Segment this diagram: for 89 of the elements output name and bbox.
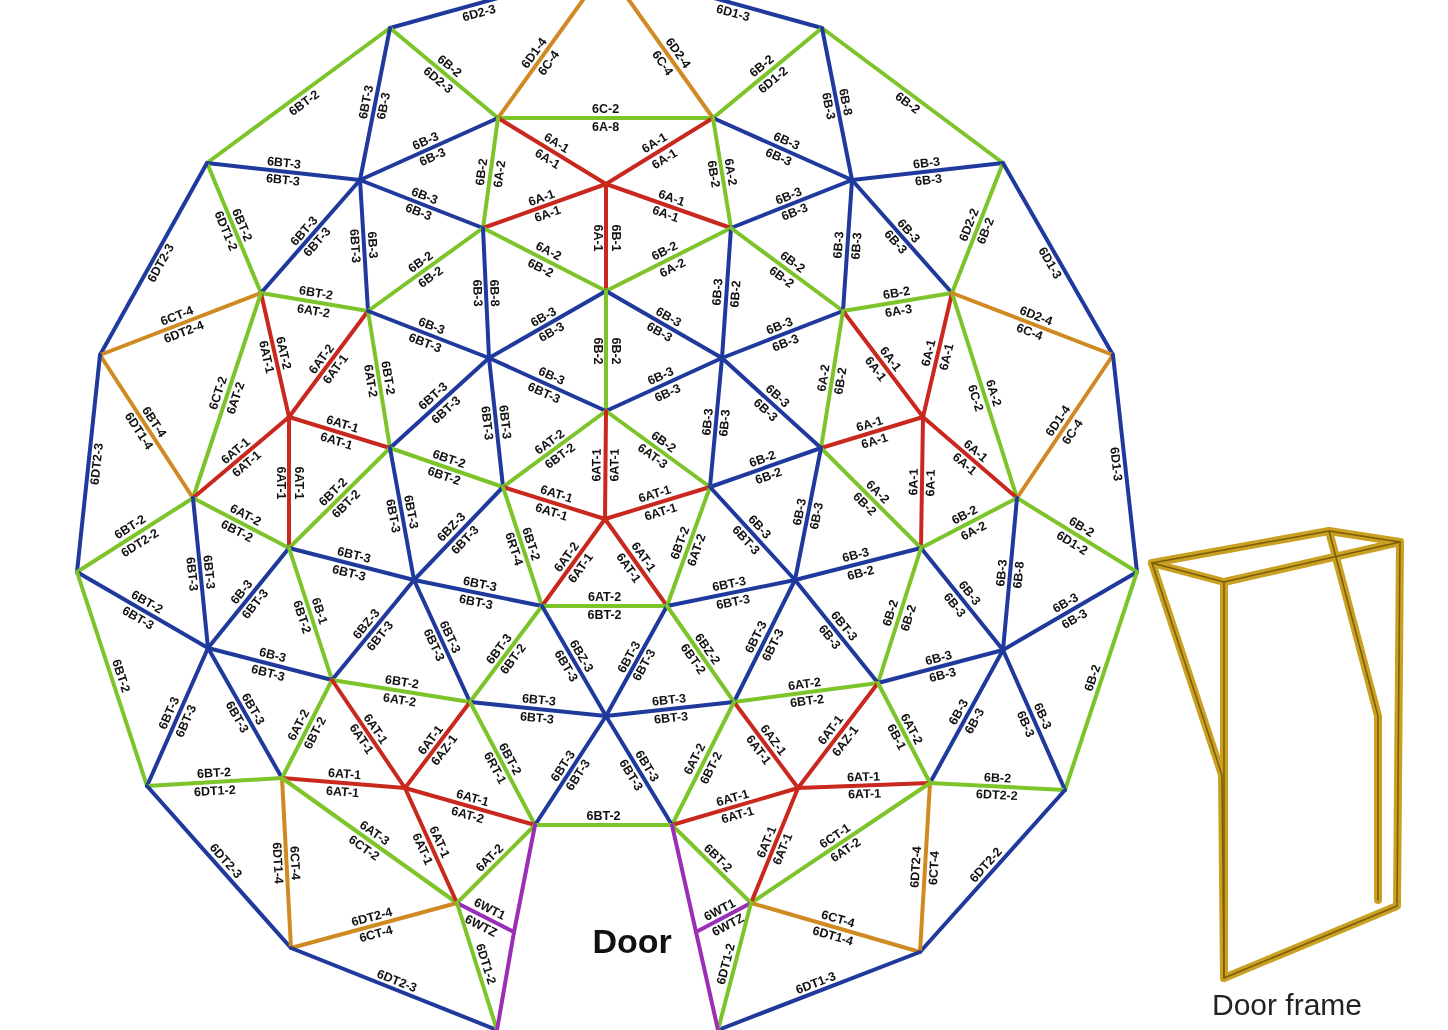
strut-label: 6DT1-2 [713, 942, 738, 987]
strut-label: 6BT-3 [651, 691, 687, 709]
strut-label: 6B-1 [608, 223, 623, 252]
strut-label: 6AT-1 [846, 768, 881, 785]
strut-label: 6B-3 [830, 230, 847, 259]
strut-label: 6B-8 [836, 87, 856, 117]
strut-label: 6AT-1 [327, 765, 362, 783]
strut-label: 6B-3 [818, 91, 838, 121]
strut-label: 6B-3 [374, 91, 394, 121]
strut-label: 6DT1-2 [193, 782, 237, 800]
strut-label: 6B-3 [698, 407, 716, 436]
strut-label: 6AT-1 [325, 783, 360, 801]
strut-label: 6BT-3 [264, 171, 301, 190]
strut-label: 6AT-1 [607, 448, 622, 482]
strut-label: 6B-2 [472, 157, 491, 187]
strut-label: 6A-1 [859, 430, 890, 452]
strut-label: 6BT-3 [200, 554, 219, 590]
strut-label: 6A-1 [918, 338, 939, 368]
strut-label: 6BT-3 [519, 709, 555, 727]
strut-label: 6A-2 [814, 363, 833, 393]
strut-label: 6B-3 [914, 171, 943, 189]
strut-label: 6B-3 [992, 559, 1010, 588]
strut-label: 6AT-1 [847, 786, 882, 803]
strut-label: 6C-2 [965, 383, 987, 414]
strut-label: 6DT1-2 [472, 941, 499, 986]
strut-label: 6AT-2 [295, 301, 331, 321]
strut-label: 6B-3 [807, 501, 827, 531]
strut-label: 6BT-2 [586, 809, 621, 823]
strut-label: 6A-1 [905, 468, 921, 496]
strut-label: 6BT-3 [521, 691, 557, 709]
strut-label: 6BT-3 [347, 228, 364, 264]
strut-label: 6AT-1 [273, 465, 288, 500]
strut-label: 6B-3 [365, 231, 381, 259]
strut-label: 6B-8 [487, 278, 503, 307]
strut-label: 6B-2 [831, 366, 850, 396]
strut-label: 6CT-4 [287, 845, 304, 880]
strut-label: 6BT-2 [587, 608, 622, 622]
strut-label: 6B-3 [848, 232, 865, 261]
strut-label: 6A-1 [923, 468, 939, 497]
strut-label: 6B-2 [590, 337, 605, 365]
strut-label: 6A-1 [936, 342, 957, 372]
strut-label: 6BT-2 [298, 283, 334, 303]
strut-label: 6C-4 [1014, 321, 1045, 344]
strut-label: 6B-3 [469, 279, 485, 308]
strut-label: 6D1-3 [714, 1, 752, 24]
strut-label: 6DT2-2 [975, 787, 1019, 804]
strut-label: 6A-8 [592, 120, 620, 134]
strut-label: 6B-2 [727, 279, 744, 308]
strut-label: 6A-2 [490, 159, 509, 189]
strut-label: 6B-2 [974, 216, 998, 247]
strut-label: 6B-2 [984, 769, 1012, 786]
strut-label: 6B-8 [1010, 560, 1028, 589]
strut-label: 6C-2 [592, 102, 620, 116]
strut-label: 6BT-2 [384, 672, 421, 692]
strut-label: 6B-3 [709, 278, 726, 307]
strut-label: 6D2-3 [460, 1, 498, 24]
strut-label: 6BT-3 [496, 403, 514, 440]
strut-label: 6DT2-3 [88, 442, 107, 486]
strut-label: 6B-2 [704, 159, 723, 189]
strut-label: 6B-2 [608, 337, 623, 365]
strut-label: 6B-2 [1081, 663, 1104, 694]
strut-label: 6D1-3 [1107, 446, 1125, 483]
strut-label: 6A-1 [590, 223, 605, 252]
door-frame-caption: Door frame [1212, 988, 1363, 1022]
strut-label: 6AT-1 [589, 448, 604, 482]
strut-label: 6DT1-4 [269, 842, 286, 885]
strut-label: 6BT-2 [789, 692, 825, 711]
strut-label: 6BT-2 [108, 657, 133, 695]
strut-label: 6BT-3 [478, 405, 496, 442]
strut-label: 6B-3 [716, 409, 734, 438]
strut-label: 6BT-3 [356, 84, 377, 121]
strut-label: 6BT-3 [182, 556, 201, 592]
strut-label: 6CT-4 [926, 850, 942, 886]
strut-label: 6A-3 [884, 301, 914, 320]
strut-label: 6AT-2 [787, 674, 823, 693]
strut-label: 6BT-2 [196, 765, 232, 781]
strut-label: 6BT-3 [653, 709, 689, 727]
strut-label: 6A-2 [721, 157, 740, 187]
strut-label: 6BT-3 [266, 153, 303, 172]
strut-label: 6DT2-4 [907, 845, 925, 889]
strut-label: 6B-2 [881, 284, 911, 303]
strut-label: 6AT-1 [291, 465, 306, 500]
strut-label: 6AT-2 [382, 690, 418, 710]
strut-label: 6AT-2 [588, 590, 622, 604]
strut-label: 6AT-2 [360, 363, 380, 399]
door-label: Door [592, 922, 672, 961]
strut-label: 6B-3 [789, 497, 809, 527]
strut-label: 6BT-2 [378, 360, 398, 396]
strut-label: 6B-3 [912, 154, 941, 171]
